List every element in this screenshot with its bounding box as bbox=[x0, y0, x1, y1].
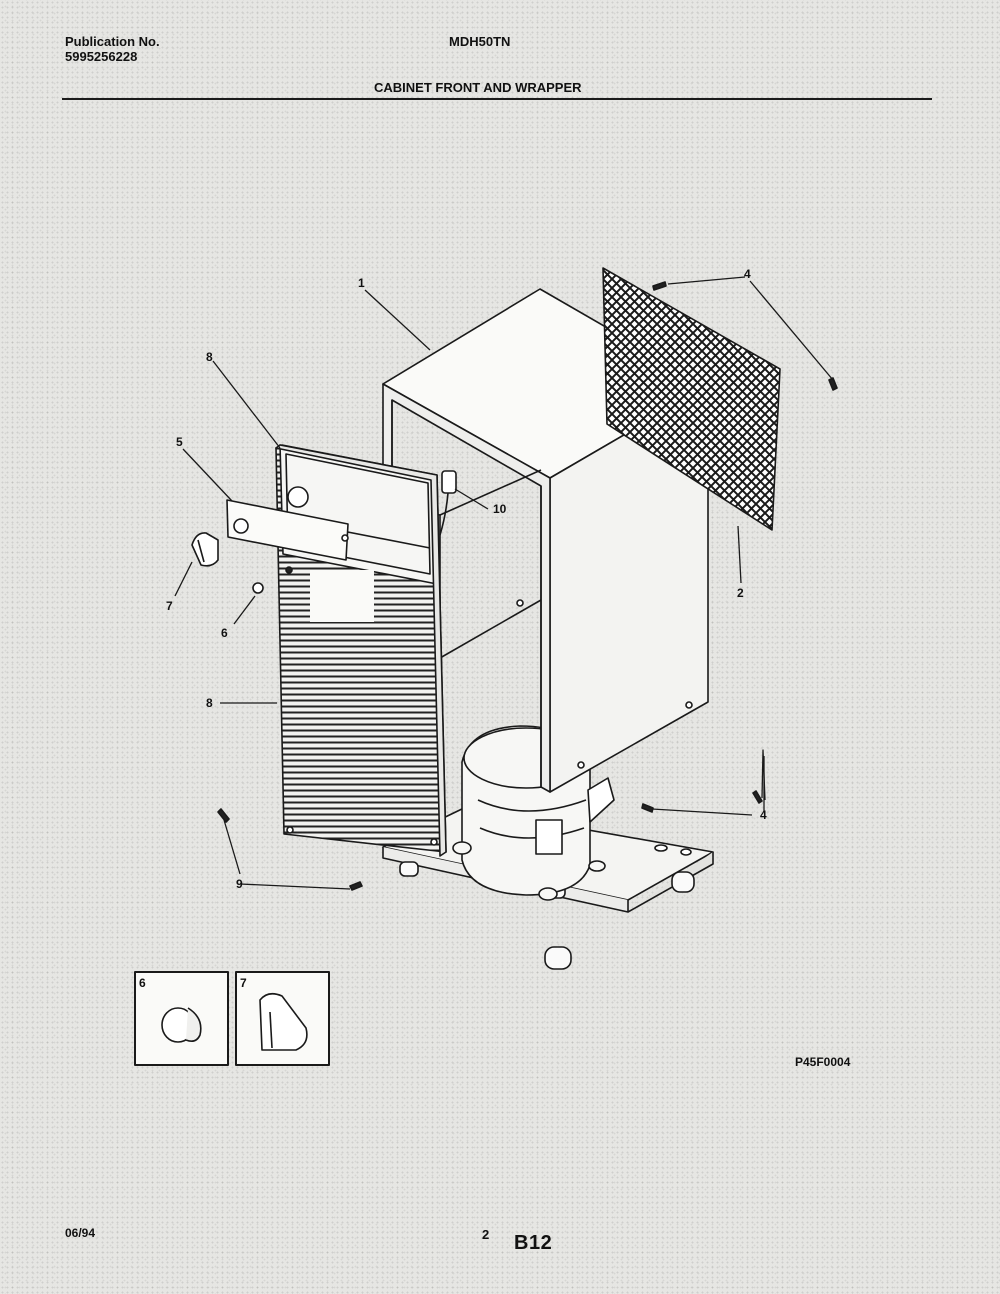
knob bbox=[191, 532, 219, 567]
section-title: CABINET FRONT AND WRAPPER bbox=[374, 80, 582, 95]
date-code: 06/94 bbox=[65, 1226, 96, 1240]
callout-7: 7 bbox=[166, 599, 173, 613]
figure-code: P45F0004 bbox=[795, 1055, 851, 1069]
callout-2: 2 bbox=[737, 586, 744, 600]
callout-4-top: 4 bbox=[744, 267, 751, 281]
header-rule bbox=[62, 98, 932, 100]
callout-5: 5 bbox=[176, 435, 183, 449]
callout-6: 6 bbox=[221, 626, 228, 640]
publication-number: 5995256228 bbox=[65, 49, 138, 64]
callout-labels: 1 2 4 4 4 5 6 7 8 8 9 10 6 7 bbox=[139, 267, 767, 990]
callout-9: 9 bbox=[236, 877, 243, 891]
inset-knob bbox=[235, 971, 330, 1066]
section-code: B12 bbox=[514, 1232, 553, 1254]
callout-10: 10 bbox=[493, 502, 507, 516]
page-number: 2 bbox=[482, 1227, 490, 1242]
plug-button bbox=[252, 566, 293, 594]
inset-label-7: 7 bbox=[240, 976, 247, 990]
callout-8-mid: 8 bbox=[206, 696, 213, 710]
inset-plug-button bbox=[134, 971, 229, 1066]
model-number: MDH50TN bbox=[449, 34, 511, 49]
leader-lines bbox=[174, 276, 834, 890]
control-panel bbox=[226, 499, 349, 561]
front-panel bbox=[275, 444, 447, 857]
callout-8-top: 8 bbox=[206, 350, 213, 364]
rear-filter-grille bbox=[602, 267, 781, 531]
humidistat bbox=[439, 470, 457, 536]
inset-label-6: 6 bbox=[139, 976, 146, 990]
callout-4-lower: 4 bbox=[760, 808, 767, 822]
screws bbox=[217, 281, 838, 891]
publication-label: Publication No. bbox=[65, 34, 160, 49]
callout-1: 1 bbox=[358, 276, 365, 290]
